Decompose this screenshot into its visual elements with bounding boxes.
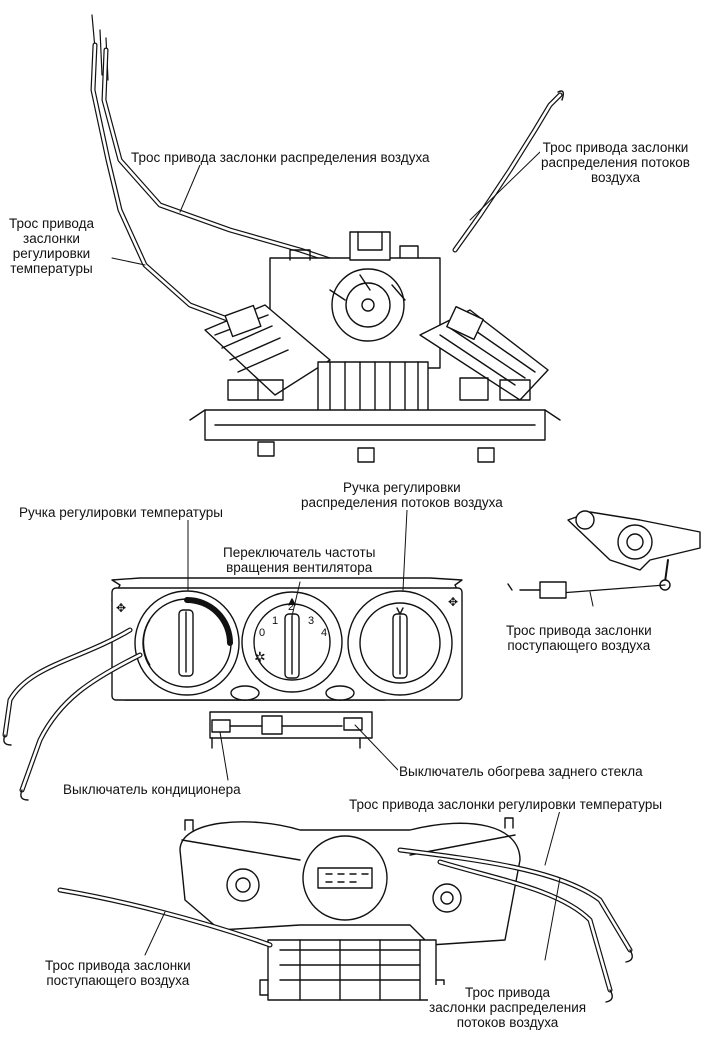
fan-scale-3: 3 <box>308 615 315 627</box>
fan-scale-2: 2 <box>288 601 295 613</box>
label-bottom-airflow-cable: Трос привода заслонки распределения пото… <box>428 985 588 1030</box>
svg-text:✲: ✲ <box>254 649 266 665</box>
top-heater-control-assembly <box>90 14 565 463</box>
fan-scale-0: 0 <box>259 627 266 639</box>
label-top-left-temp-cable: Трос привода заслонки регулировки темпер… <box>8 216 95 276</box>
bottom-rear-assembly <box>57 817 633 1003</box>
svg-text:✥: ✥ <box>116 601 126 615</box>
label-temperature-knob: Ручка регулировки температуры <box>18 505 224 520</box>
label-fan-speed-switch: Переключатель частоты вращения вентилято… <box>222 545 377 575</box>
fan-scale-4: 4 <box>321 627 328 639</box>
intake-lever-assembly <box>507 510 701 599</box>
label-top-right-airflow-cable: Трос привода заслонки распределения пото… <box>540 140 691 185</box>
fan-scale-1: 1 <box>272 615 279 627</box>
label-bottom-temp-cable: Трос привода заслонки регулировки темпер… <box>348 797 664 812</box>
label-bottom-intake-cable: Трос привода заслонки поступающего возду… <box>44 958 192 988</box>
label-rear-defrost-switch: Выключатель обогрева заднего стекла <box>398 764 644 779</box>
label-intake-cable-mid: Трос привода заслонки поступающего возду… <box>505 623 653 653</box>
leader-lines <box>111 151 594 961</box>
label-airflow-knob: Ручка регулировки распределения потоков … <box>300 480 504 510</box>
svg-text:✥: ✥ <box>448 595 458 609</box>
label-top-airflow-cable: Трос привода заслонки распределения возд… <box>130 150 431 165</box>
label-ac-switch: Выключатель кондиционера <box>62 782 242 797</box>
control-panel-front: ✥ ✥ ✲ <box>2 577 463 801</box>
